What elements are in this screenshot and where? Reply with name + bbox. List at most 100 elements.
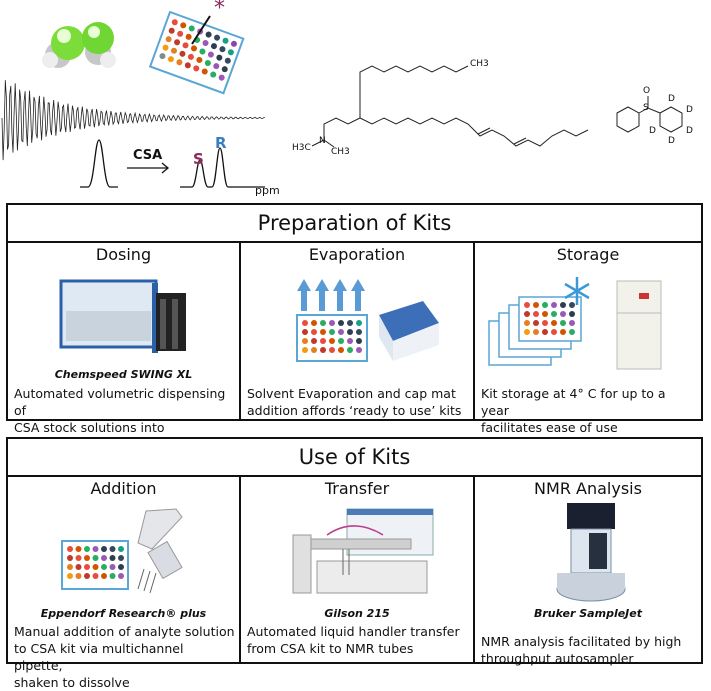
description-line: throughput autosampler [481, 651, 634, 666]
plate-well [205, 31, 212, 38]
deuterium-label: D [668, 94, 675, 104]
plate-well [560, 302, 566, 308]
plate-well [569, 311, 575, 317]
tilted-microplate [148, 10, 245, 95]
plate-well [174, 39, 181, 46]
plate-well [168, 27, 175, 34]
plate-well [569, 329, 575, 335]
plate-well [551, 311, 557, 317]
section-title: Use of Kits [8, 439, 701, 477]
space-filling-molecule [42, 22, 116, 68]
ch3-top-label: CH3 [470, 59, 489, 69]
plate-well [171, 47, 178, 54]
plate-well [75, 555, 82, 561]
plate-well [109, 555, 116, 561]
description-line: Automated liquid handler transfer [247, 624, 460, 639]
addition-image [61, 508, 183, 594]
lipid-structure [311, 65, 589, 148]
deuterium-label: D [668, 136, 675, 146]
device-label: Gilson 215 [324, 607, 390, 620]
plate-well [184, 62, 191, 69]
panel-addition: Addition Eppendorf Research® plus Manual… [8, 475, 241, 690]
fid-signal [1, 80, 265, 161]
plate-well [101, 564, 107, 570]
plate-well [204, 60, 211, 67]
plate-well [542, 329, 548, 335]
plate-well [524, 329, 530, 335]
plate-well [329, 329, 335, 335]
description-line: Automated volumetric dispensing of [14, 386, 226, 418]
pointer-line [191, 15, 211, 45]
panel-title: Storage [556, 245, 620, 264]
deuterium-label: D [686, 105, 693, 115]
plate-well [524, 320, 530, 326]
plate-well [542, 311, 548, 317]
h3c-label: H3C [292, 143, 311, 153]
dosing-robot-image [59, 279, 186, 353]
plate-well [542, 320, 548, 326]
plate-well [92, 573, 99, 579]
plate-well [109, 546, 116, 552]
plate-well [347, 320, 353, 326]
plate-well [347, 347, 353, 353]
plate-well [75, 546, 82, 552]
description-line: Manual addition of analyte solution [14, 624, 235, 639]
plate-well [533, 302, 539, 308]
plate-well [224, 57, 231, 64]
panel-description: Kit storage at 4° C for up to a year fac… [481, 385, 697, 436]
plate-well [118, 573, 124, 579]
sulfoxide-s-label: S [643, 103, 649, 113]
panel-description: NMR analysis facilitated by high through… [481, 633, 697, 667]
plate-well [533, 329, 539, 335]
description-line: to CSA kit via multichannel pipette, [14, 641, 184, 673]
panel-title: Evaporation [308, 245, 406, 264]
plate-well [207, 51, 214, 58]
sulfoxide-o-label: O [643, 86, 651, 96]
panel-title: NMR Analysis [534, 479, 642, 498]
section-title: Preparation of Kits [8, 205, 701, 243]
plate-well [92, 564, 99, 570]
panel-description: Automated liquid handler transfer from C… [247, 623, 469, 657]
plate-well [188, 25, 195, 32]
plate-marker: * [214, 0, 225, 21]
plate-well [311, 338, 317, 344]
plate-well [524, 311, 530, 317]
plate-well [84, 555, 90, 561]
plate-well [118, 546, 124, 552]
plate-well [219, 46, 226, 53]
plate-well [196, 56, 203, 63]
plate-well [214, 34, 221, 41]
header-artwork [1, 10, 683, 188]
plate-well [118, 564, 124, 570]
plate-well [320, 329, 326, 335]
plate-well [101, 573, 107, 579]
ch3-bottom-label: CH3 [331, 147, 350, 157]
description-line: facilitates ease of use [481, 420, 618, 435]
panel-title: Transfer [324, 479, 390, 498]
plate-well [356, 320, 362, 326]
device-label: Chemspeed SWING XL [54, 368, 193, 381]
plate-well [67, 555, 73, 561]
plate-well [171, 19, 178, 26]
plate-well [167, 56, 174, 63]
panel-title: Dosing [95, 245, 152, 264]
device-label: Bruker SampleJet [533, 607, 642, 620]
plate-well [165, 36, 172, 43]
panel-evaporation: Evaporation Solvent Evaporation and cap … [241, 241, 475, 419]
storage-image [488, 277, 662, 370]
plate-well [320, 347, 326, 353]
plate-well [227, 49, 234, 56]
plate-well [187, 53, 194, 60]
peak-r-label: R [215, 134, 227, 152]
panel-storage: Storage Kit storage at 4° C for up to a … [475, 241, 701, 435]
section-use: Use of Kits Addition Eppendorf Research®… [6, 437, 703, 690]
peak-s-label: S [193, 150, 204, 168]
transfer-image [292, 508, 434, 594]
plate-well [190, 45, 197, 52]
plate-well [329, 338, 335, 344]
plate-well [302, 338, 308, 344]
plate-well [320, 320, 326, 326]
plate-well [221, 66, 228, 73]
plate-well [560, 329, 566, 335]
evaporation-image [296, 279, 439, 362]
